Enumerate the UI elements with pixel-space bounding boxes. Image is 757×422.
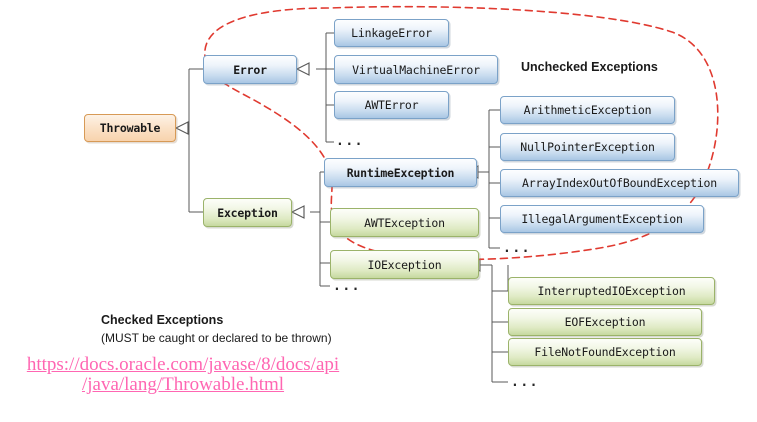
docs-link-line1[interactable]: https://docs.oracle.com/javase/8/docs/ap… — [26, 354, 340, 375]
node-virtualmachineerror[interactable]: VirtualMachineError — [334, 55, 498, 84]
node-ioexception[interactable]: IOException — [330, 250, 479, 279]
node-illegalargumentexception[interactable]: IllegalArgumentException — [500, 205, 704, 233]
inheritance-arrow-throwable — [174, 121, 189, 135]
node-awtexception[interactable]: AWTException — [330, 208, 479, 237]
node-arrayindexoutofboundexception[interactable]: ArrayIndexOutOfBoundException — [500, 169, 739, 197]
ellipsis-exception-children: ... — [333, 279, 361, 294]
node-error[interactable]: Error — [203, 55, 297, 84]
node-eofexception[interactable]: EOFException — [508, 308, 702, 336]
node-filenotfoundexception[interactable]: FileNotFoundException — [508, 338, 702, 366]
ellipsis-error-children: ... — [336, 134, 364, 149]
inheritance-arrow-exception — [290, 205, 305, 219]
throwable-docs-link[interactable]: https://docs.oracle.com/javase/8/docs/ap… — [8, 355, 358, 395]
ellipsis-runtime-children: ... — [503, 241, 531, 256]
node-runtimeexception[interactable]: RuntimeException — [324, 158, 477, 187]
ellipsis-io-children: ... — [511, 375, 539, 390]
node-nullpointerexception[interactable]: NullPointerException — [500, 133, 675, 161]
unchecked-exceptions-title: Unchecked Exceptions — [521, 60, 658, 74]
docs-link-line2[interactable]: /java/lang/Throwable.html — [81, 374, 285, 395]
node-interruptedioexception[interactable]: InterruptedIOException — [508, 277, 715, 305]
node-throwable[interactable]: Throwable — [84, 114, 176, 142]
node-exception[interactable]: Exception — [203, 198, 292, 227]
node-linkageerror[interactable]: LinkageError — [334, 19, 449, 47]
checked-exceptions-title: Checked Exceptions — [101, 313, 224, 327]
node-arithmeticexception[interactable]: ArithmeticException — [500, 96, 675, 124]
node-awterror[interactable]: AWTError — [334, 91, 449, 119]
inheritance-arrow-error — [295, 62, 310, 76]
checked-exceptions-note: (MUST be caught or declared to be thrown… — [101, 331, 332, 345]
